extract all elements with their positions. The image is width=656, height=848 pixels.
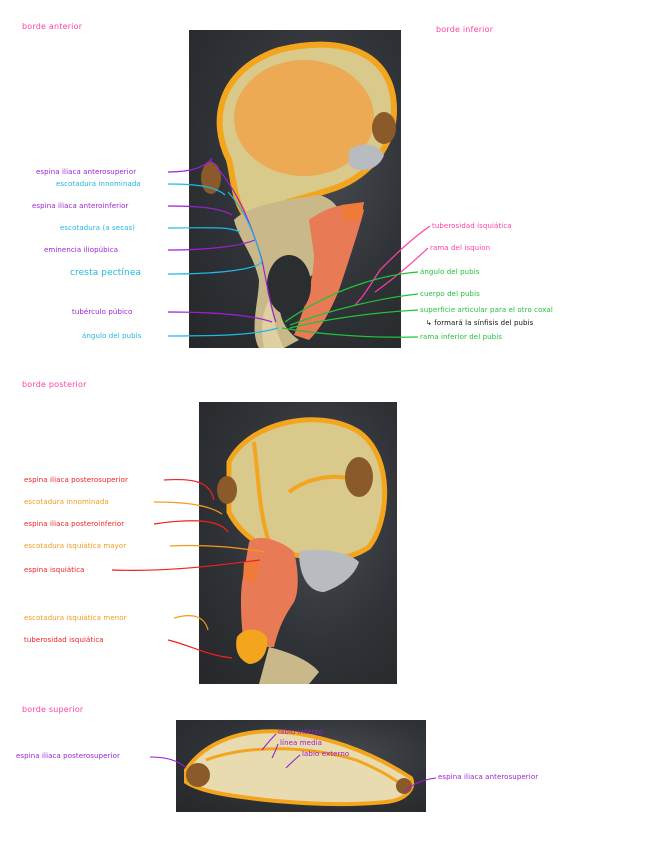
label-espina-iliaca-anterosuperior: espina iliaca anterosuperior [36,168,137,176]
label-tuberculo-pubico: tubérculo púbico [72,308,133,316]
label-rama-del-isquion: rama del isquion [430,244,491,252]
label-cresta-pectinea: cresta pectínea [70,268,142,278]
label-espina-isquiatica: espina isquiática [24,566,85,574]
label-espina-iliaca-posteroinferior: espina iliaca posteroinferior [24,520,125,528]
section2-title-posterior: borde posterior [22,380,87,389]
label-rama-inferior-del-pubis: rama inferior del pubis [420,333,502,341]
label-angulo-del-pubis-right: ángulo del pubis [420,268,480,276]
label-eminencia-iliopubica: eminencia iliopúbica [44,246,119,254]
label-superficie-articular: superficie articular para el otro coxal [420,306,553,314]
hip-bone-superior-image [176,720,426,812]
hip-bone-lateral-image [189,30,401,348]
label-espina-iliaca-posterosuperior-sup: espina iliaca posterosuperior [16,752,120,760]
section3-title-superior: borde superior [22,705,84,714]
label-espina-iliaca-anteroinferior: espina iliaca anteroinferior [32,202,129,210]
label-angulo-del-pubis-left: ángulo del pubis [82,332,142,340]
label-escotadura-innominada: escotadura innominada [56,180,141,188]
hip-bone-posterior-image [199,402,397,684]
label-espina-iliaca-posterosuperior: espina iliaca posterosuperior [24,476,128,484]
label-labio-externo: labio externo [302,750,350,758]
label-escotadura-a-secas: escotadura (a secas) [60,224,136,232]
label-espina-iliaca-anterosuperior-sup: espina iliaca anterosuperior [438,773,539,781]
section1-title-inferior: borde inferior [436,25,494,34]
label-escotadura-isquiatica-mayor: escotadura isquiática mayor [24,542,127,550]
label-tuberosidad-isquiatica-2: tuberosidad isquiática [24,636,104,644]
label-tuberosidad-isquiatica-1: tuberosidad isquiática [432,222,512,230]
label-cuerpo-del-pubis: cuerpo del pubis [420,290,480,298]
label-sinfisis-note: ↳ formará la sínfisis del pubis [426,319,534,327]
label-escotadura-isquiatica-menor: escotadura isquiática menor [24,614,127,622]
label-escotadura-innominada-post: escotadura innominada [24,498,109,506]
label-linea-media: línea media [280,739,323,747]
section1-title-anterior: borde anterior [22,22,83,31]
label-labio-interno: labio interno [278,728,324,736]
